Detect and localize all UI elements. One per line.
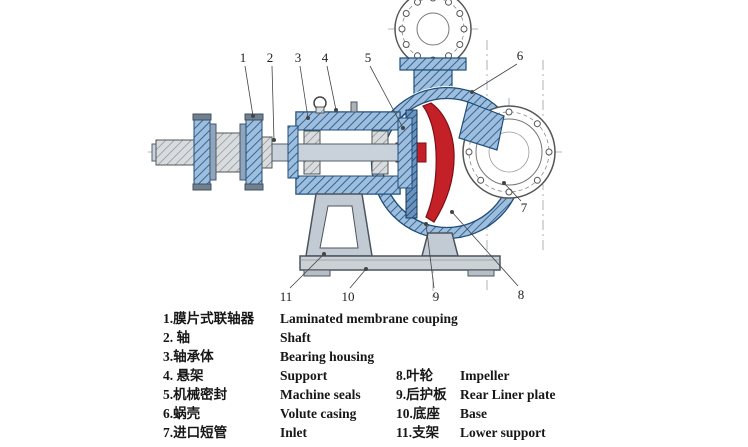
discharge-flange-plate xyxy=(399,57,467,71)
legend-item-7-zh: 7.进口短管 xyxy=(163,425,228,440)
callout-7: 7 xyxy=(521,200,528,215)
legend-item-1-en: Laminated membrane couping xyxy=(280,311,458,326)
legend-item-10-en: Base xyxy=(460,406,487,421)
legend-item-7: 7.进口短管 Inlet xyxy=(163,423,458,442)
legend-item-6: 6.蜗壳 Volute casing xyxy=(163,404,458,423)
callout-4: 4 xyxy=(322,50,329,65)
inlet-short-pipe xyxy=(458,101,505,151)
legend-item-3-en: Bearing housing xyxy=(280,349,375,364)
legend-left-column: 1.膜片式联轴器 Laminated membrane couping 2. 轴… xyxy=(163,309,458,442)
callout-1: 1 xyxy=(240,50,247,65)
legend-item-8-en: Impeller xyxy=(460,368,510,383)
pump-cross-section-diagram: 1 2 3 4 5 6 7 8 9 10 11 xyxy=(148,0,566,304)
base xyxy=(299,255,501,277)
callout-numbers: 1 2 3 4 5 6 7 8 9 10 11 xyxy=(240,48,528,304)
legend-item-10: 10.底座 Base xyxy=(396,404,556,423)
legend-item-3: 3.轴承体 Bearing housing xyxy=(163,347,458,366)
legend-item-9-en: Rear Liner plate xyxy=(460,387,556,402)
callout-3: 3 xyxy=(295,50,302,65)
legend-item-2-zh: 2. 轴 xyxy=(163,330,190,345)
legend-item-9-zh: 9.后护板 xyxy=(396,387,447,402)
legend-item-4: 4. 悬架 Support xyxy=(163,366,458,385)
legend-item-4-zh: 4. 悬架 xyxy=(163,368,204,383)
legend-item-2: 2. 轴 Shaft xyxy=(163,328,458,347)
legend-item-6-en: Volute casing xyxy=(280,406,357,421)
inlet-flange xyxy=(458,101,556,199)
callout-10: 10 xyxy=(342,289,355,304)
legend-item-1: 1.膜片式联轴器 Laminated membrane couping xyxy=(163,309,458,328)
legend-item-2-en: Shaft xyxy=(280,330,311,345)
laminated-membrane-coupling xyxy=(155,113,273,191)
legend-item-1-zh: 1.膜片式联轴器 xyxy=(163,311,255,326)
legend-item-8: 8.叶轮 Impeller xyxy=(396,366,556,385)
legend-item-11: 11.支架 Lower support xyxy=(396,423,556,442)
legend-item-9: 9.后护板 Rear Liner plate xyxy=(396,385,556,404)
callout-6: 6 xyxy=(517,48,524,63)
machine-seal-gland xyxy=(397,117,413,189)
legend-item-5-en: Machine seals xyxy=(280,387,361,402)
legend-item-6-zh: 6.蜗壳 xyxy=(163,406,201,421)
legend-item-8-zh: 8.叶轮 xyxy=(396,368,434,383)
legend-right-column: 8.叶轮 Impeller 9.后护板 Rear Liner plate 10.… xyxy=(396,366,556,442)
legend-item-5-zh: 5.机械密封 xyxy=(163,387,228,402)
legend-item-3-zh: 3.轴承体 xyxy=(163,349,214,364)
legend-item-11-zh: 11.支架 xyxy=(396,425,440,440)
outlet-flange-top-view xyxy=(394,0,472,99)
legend-item-7-en: Inlet xyxy=(280,425,307,440)
callout-8: 8 xyxy=(518,287,525,302)
legend-item-11-en: Lower support xyxy=(460,425,546,440)
callout-11: 11 xyxy=(280,289,293,304)
impeller xyxy=(422,102,455,223)
callout-9: 9 xyxy=(433,289,440,304)
grease-fitting xyxy=(350,101,358,113)
callout-5: 5 xyxy=(365,50,372,65)
leader-lines xyxy=(244,63,522,289)
bearing-housing xyxy=(287,96,413,195)
support-bracket xyxy=(305,193,373,257)
legend-item-10-zh: 10.底座 xyxy=(396,406,440,421)
callout-2: 2 xyxy=(267,50,274,65)
legend-item-4-en: Support xyxy=(280,368,328,383)
legend-item-5: 5.机械密封 Machine seals xyxy=(163,385,458,404)
